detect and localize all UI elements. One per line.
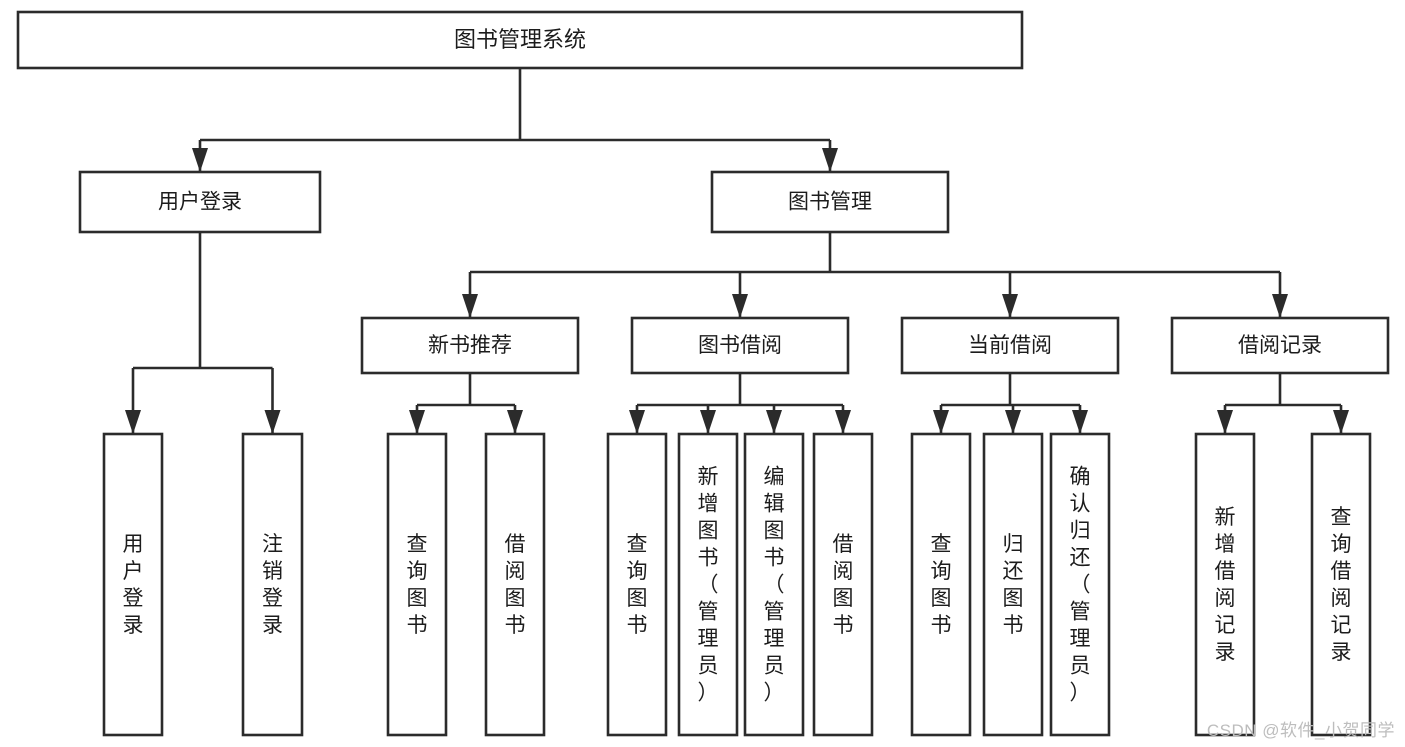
arrow-head	[700, 410, 716, 434]
node-label-vertical: 借阅图书	[833, 533, 854, 637]
arrow-head	[192, 148, 208, 172]
node-label: 借阅记录	[1238, 334, 1322, 357]
node-leaf-4[interactable]: 借阅图书	[484, 432, 546, 737]
node-leaf-13[interactable]: 查询借阅记录	[1310, 432, 1372, 737]
arrow-head	[125, 410, 141, 434]
node-rect	[360, 316, 580, 375]
node-rect	[710, 170, 950, 234]
arrow-head	[732, 294, 748, 318]
node-rect	[241, 432, 304, 737]
node-label-vertical: 新增图书（管理员）	[698, 466, 719, 705]
node-label-vertical: 查询图书	[627, 533, 648, 637]
node-leaf-12[interactable]: 新增借阅记录	[1194, 432, 1256, 737]
node-rect	[16, 10, 1024, 70]
node-rect	[1194, 432, 1256, 737]
node-label-vertical: 编辑图书（管理员）	[764, 466, 785, 705]
node-rect	[1170, 316, 1390, 375]
arrow-head	[933, 410, 949, 434]
arrow-head	[264, 410, 281, 434]
node-label-vertical: 新增借阅记录	[1215, 506, 1236, 664]
node-label: 当前借阅	[968, 334, 1052, 357]
arrow-head	[1002, 294, 1018, 318]
node-rect	[743, 432, 805, 737]
node-rect	[630, 316, 850, 375]
node-label: 图书管理系统	[454, 27, 586, 52]
node-rect	[78, 170, 322, 234]
node-leaf-11[interactable]: 确认归还（管理员）	[1049, 432, 1111, 737]
node-leaf-3[interactable]: 查询图书	[386, 432, 448, 737]
arrow-head	[822, 148, 838, 172]
watermark-label: CSDN @软件_小贺同学	[1206, 721, 1395, 740]
node-rect	[1310, 432, 1372, 737]
node-rect	[910, 432, 972, 737]
arrow-head	[1333, 410, 1349, 434]
node-rect	[606, 432, 668, 737]
arrow-head	[629, 410, 645, 434]
node-rect	[484, 432, 546, 737]
node-label: 新书推荐	[428, 334, 512, 357]
node-label-vertical: 查询借阅记录	[1331, 506, 1352, 664]
node-rect	[386, 432, 448, 737]
node-level2-1[interactable]: 新书推荐	[360, 316, 580, 375]
arrow-head	[766, 410, 782, 434]
arrow-head	[1217, 410, 1233, 434]
node-label-vertical: 归还图书	[1003, 533, 1024, 637]
node-label-vertical: 查询图书	[407, 533, 428, 637]
node-label-vertical: 查询图书	[931, 533, 952, 637]
node-level2-2[interactable]: 图书借阅	[630, 316, 850, 375]
node-leaf-5[interactable]: 查询图书	[606, 432, 668, 737]
node-label: 图书借阅	[698, 334, 782, 357]
node-label-vertical: 注销登录	[262, 533, 283, 637]
node-level2-3[interactable]: 当前借阅	[900, 316, 1120, 375]
node-leaf-7[interactable]: 编辑图书（管理员）	[743, 432, 805, 737]
node-label-vertical: 借阅图书	[505, 533, 526, 637]
node-leaf-6[interactable]: 新增图书（管理员）	[677, 432, 739, 737]
node-leaf-2[interactable]: 注销登录	[241, 432, 304, 737]
node-leaf-8[interactable]: 借阅图书	[812, 432, 874, 737]
node-label: 用户登录	[158, 191, 242, 214]
node-leaf-9[interactable]: 查询图书	[910, 432, 972, 737]
node-rect	[102, 432, 164, 737]
arrow-head	[1005, 410, 1021, 434]
node-root-book-management-system[interactable]: 图书管理系统	[16, 10, 1024, 70]
node-label-vertical: 用户登录	[123, 533, 144, 637]
node-user-login[interactable]: 用户登录	[78, 170, 322, 234]
node-level2-4[interactable]: 借阅记录	[1170, 316, 1390, 375]
arrow-head	[1272, 294, 1288, 318]
arrow-head	[835, 410, 851, 434]
node-rect	[677, 432, 739, 737]
node-rect	[1049, 432, 1111, 737]
node-rect	[900, 316, 1120, 375]
node-leaf-10[interactable]: 归还图书	[982, 432, 1044, 737]
node-book-management[interactable]: 图书管理	[710, 170, 950, 234]
node-label-vertical: 确认归还（管理员）	[1070, 466, 1091, 705]
node-rect	[812, 432, 874, 737]
node-label: 图书管理	[788, 191, 872, 214]
arrow-head	[1072, 410, 1088, 434]
arrow-head	[507, 410, 523, 434]
arrow-head	[409, 410, 425, 434]
node-leaf-1[interactable]: 用户登录	[102, 432, 164, 737]
arrow-head	[462, 294, 478, 318]
node-rect	[982, 432, 1044, 737]
